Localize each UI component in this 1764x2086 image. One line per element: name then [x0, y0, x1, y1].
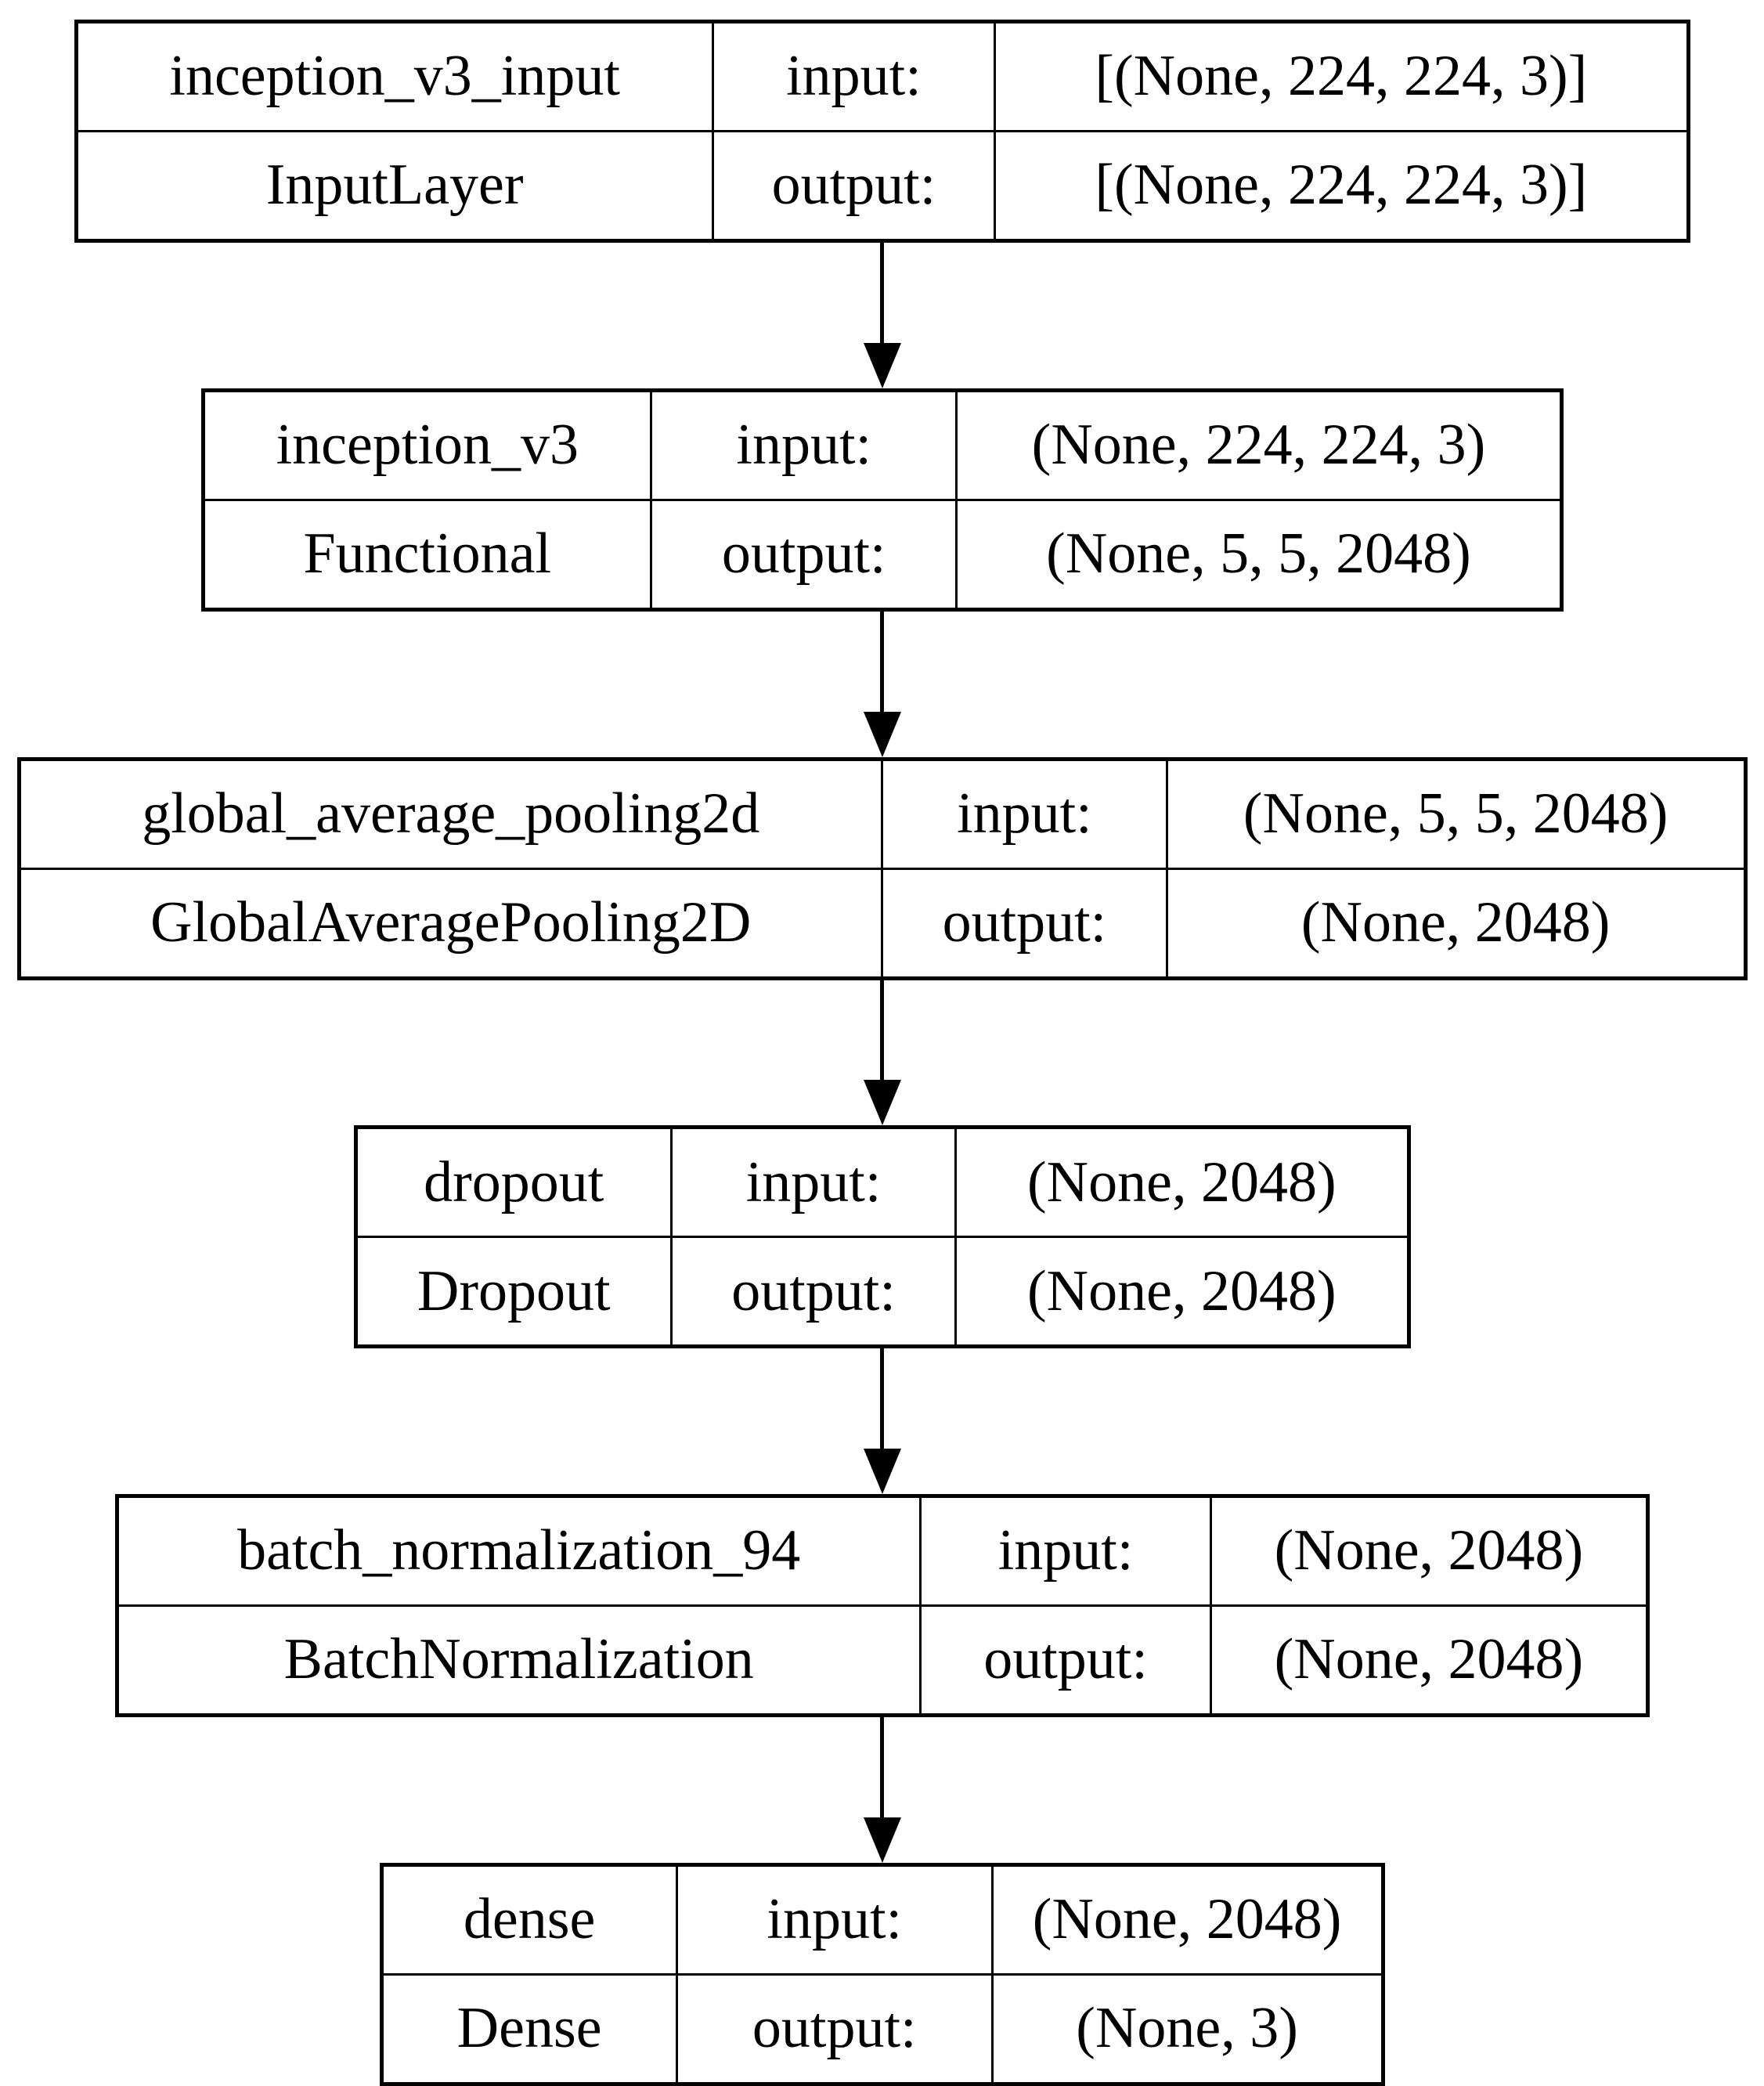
input-shape: (None, 2048): [1210, 1495, 1649, 1608]
layer-type: Dense: [380, 1972, 678, 2085]
output-label: output:: [711, 130, 997, 242]
input-label: input:: [675, 1863, 994, 1976]
layer-type: BatchNormalization: [115, 1604, 922, 1717]
input-label: input:: [669, 1126, 958, 1239]
output-label: output:: [881, 867, 1168, 980]
arrow-shaft: [880, 611, 884, 712]
layer-node-inception-v3-input: inception_v3_input input: [(None, 224, 2…: [74, 20, 1690, 243]
output-label: output:: [669, 1236, 958, 1348]
layer-node-dense: dense input: (None, 2048) Dense output: …: [379, 1862, 1385, 2086]
arrow-down-icon: [863, 342, 901, 388]
layer-name: dense: [380, 1863, 678, 1976]
layer-name: inception_v3_input: [74, 20, 714, 132]
output-shape: (None, 2048): [954, 1236, 1410, 1348]
arrow-down-icon: [863, 1817, 901, 1863]
output-shape: (None, 2048): [1165, 867, 1747, 980]
arrow-down-icon: [863, 1449, 901, 1495]
arrow-shaft: [880, 1348, 884, 1449]
input-label: input:: [711, 20, 997, 132]
arrow-shaft: [880, 980, 884, 1081]
layer-type: InputLayer: [74, 130, 714, 242]
output-shape: (None, 5, 5, 2048): [955, 498, 1563, 611]
layer-type: Dropout: [354, 1236, 673, 1348]
input-label: input:: [650, 388, 958, 501]
arrow-shaft: [880, 243, 884, 343]
edge-arrow-2: [863, 980, 901, 1126]
input-label: input:: [881, 757, 1168, 870]
edge-arrow-4: [863, 1717, 901, 1863]
layer-name: batch_normalization_94: [115, 1495, 922, 1608]
edge-arrow-0: [863, 243, 901, 388]
output-label: output:: [675, 1972, 994, 2085]
input-shape: (None, 2048): [990, 1863, 1384, 1976]
output-shape: (None, 2048): [1210, 1604, 1649, 1717]
output-label: output:: [650, 498, 958, 611]
input-shape: (None, 224, 224, 3): [955, 388, 1563, 501]
input-label: input:: [918, 1495, 1213, 1608]
input-shape: (None, 5, 5, 2048): [1165, 757, 1747, 870]
layer-type: Functional: [201, 498, 653, 611]
layer-name: global_average_pooling2d: [17, 757, 883, 870]
layer-node-global-average-pooling2d: global_average_pooling2d input: (None, 5…: [16, 756, 1748, 980]
arrow-down-icon: [863, 1080, 901, 1126]
edge-arrow-1: [863, 611, 901, 757]
layer-node-batch-normalization-94: batch_normalization_94 input: (None, 204…: [114, 1494, 1650, 1718]
input-shape: (None, 2048): [954, 1126, 1410, 1239]
layer-name: inception_v3: [201, 388, 653, 501]
layer-node-inception-v3: inception_v3 input: (None, 224, 224, 3) …: [200, 388, 1564, 612]
input-shape: [(None, 224, 224, 3)]: [994, 20, 1690, 132]
layer-name: dropout: [354, 1126, 673, 1239]
output-shape: (None, 3): [990, 1972, 1384, 2085]
arrow-shaft: [880, 1717, 884, 1817]
layer-type: GlobalAveragePooling2D: [17, 867, 883, 980]
output-label: output:: [918, 1604, 1213, 1717]
output-shape: [(None, 224, 224, 3)]: [994, 130, 1690, 242]
edge-arrow-3: [863, 1348, 901, 1495]
layer-node-dropout: dropout input: (None, 2048) Dropout outp…: [353, 1125, 1411, 1349]
arrow-down-icon: [863, 711, 901, 757]
